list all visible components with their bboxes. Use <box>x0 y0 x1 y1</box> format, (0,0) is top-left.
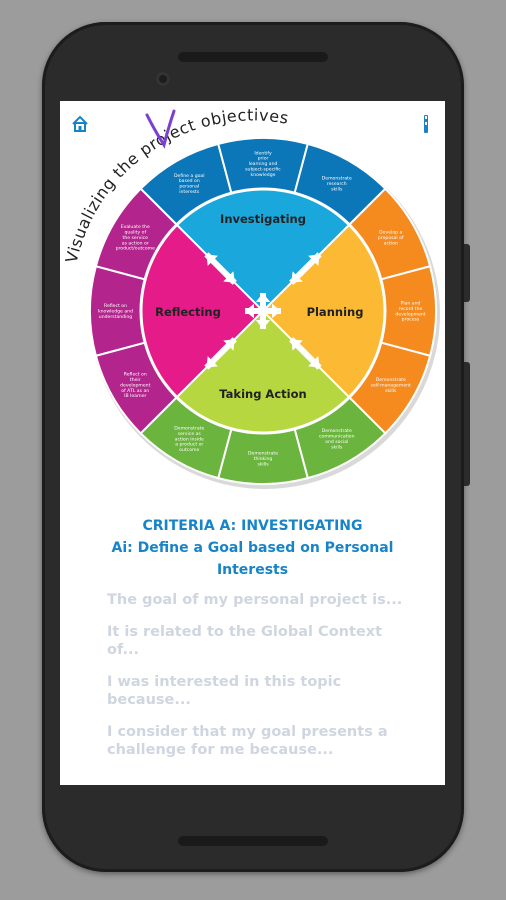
label-taking-action: Taking Action <box>219 387 306 401</box>
front-camera <box>156 72 170 86</box>
prompt-goal[interactable]: The goal of my personal project is... <box>107 592 403 608</box>
app-screen: Visualizing the project objectives Inves… <box>60 101 445 785</box>
arrow-diagonal-1 <box>289 252 322 285</box>
bottom-speaker <box>178 836 328 846</box>
criteria-section: CRITERIA A: INVESTIGATING Ai: Define a G… <box>60 515 445 759</box>
power-button <box>464 362 470 486</box>
inner-quadrant-taking-action <box>176 311 350 433</box>
label-investigating: Investigating <box>220 212 306 226</box>
home-icon[interactable] <box>71 115 89 133</box>
project-objectives-diagram: Visualizing the project objectives Inves… <box>62 105 440 489</box>
label-reflecting: Reflecting <box>155 305 221 319</box>
arrow-diagonal-3 <box>204 337 237 370</box>
inner-quadrant-reflecting <box>141 224 263 398</box>
criteria-heading: CRITERIA A: INVESTIGATING <box>142 518 363 534</box>
criteria-subtitle-line2: Interests <box>216 562 289 578</box>
label-planning: Planning <box>307 305 364 319</box>
arrow-cross-horizontal <box>245 303 281 319</box>
inner-quadrant-investigating <box>176 189 350 311</box>
inner-ring-border <box>139 187 387 435</box>
criteria-subtitle-line1: Ai: Define a Goal based on Personal <box>111 540 394 556</box>
arrow-diagonal-2 <box>289 337 322 370</box>
more-vertical-icon[interactable] <box>423 115 429 133</box>
pen-mark <box>145 109 176 149</box>
inner-quadrant-planning <box>263 224 385 398</box>
arrow-diagonal-0 <box>204 252 237 285</box>
volume-button <box>464 244 470 302</box>
top-speaker <box>178 52 328 62</box>
